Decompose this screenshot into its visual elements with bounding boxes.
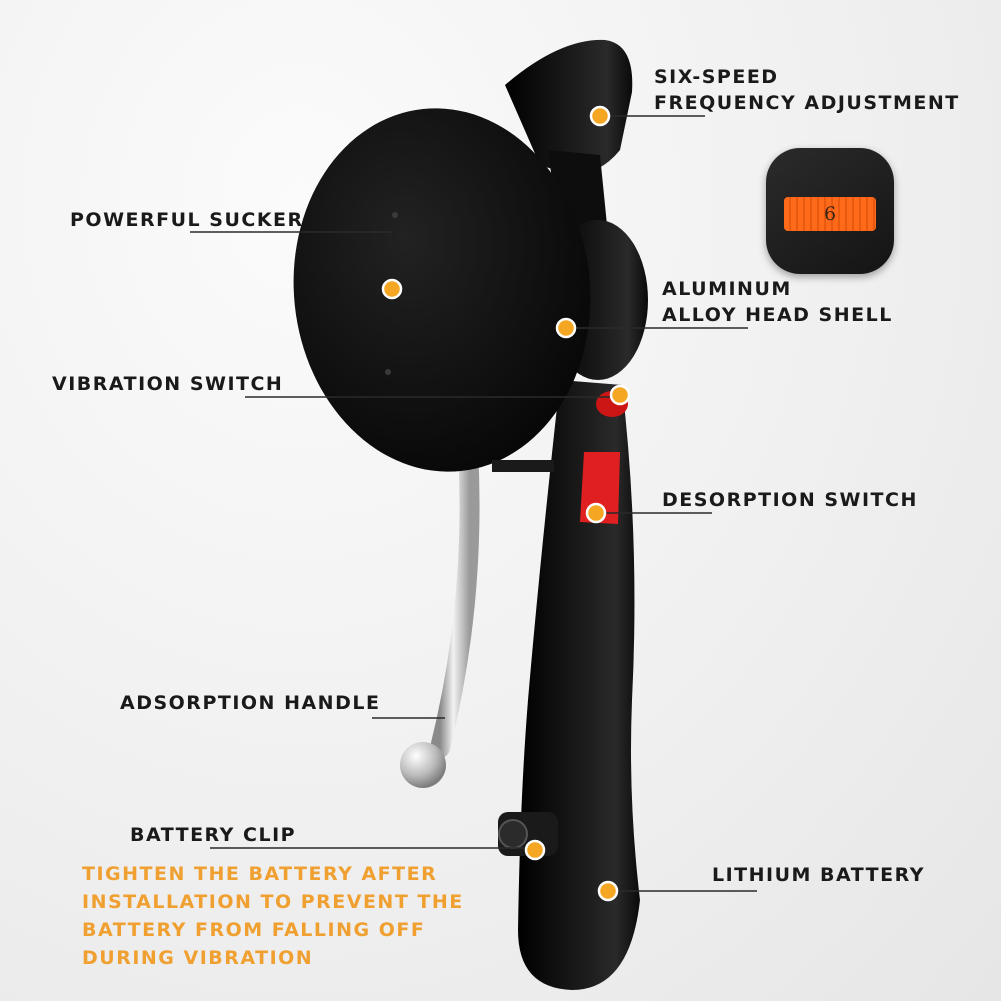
note-line: INSTALLATION TO PREVENT THE (82, 891, 464, 913)
label-six-speed-line1: SIX-SPEED (654, 66, 779, 88)
note-line: BATTERY FROM FALLING OFF (82, 919, 426, 941)
label-battery-clip: BATTERY CLIP (130, 824, 297, 846)
marker-aluminum (555, 317, 577, 339)
adsorption-handle-ball (400, 742, 446, 788)
sucker-hole-top (392, 212, 398, 218)
top-housing (505, 39, 633, 175)
label-six-speed: SIX-SPEED FREQUENCY ADJUSTMENT (654, 64, 960, 116)
label-desorption-switch: DESORPTION SWITCH (662, 489, 918, 511)
speed-wheel: 6 (784, 197, 876, 231)
marker-desorption (585, 502, 607, 524)
marker-battery-clip (524, 839, 546, 861)
adsorption-handle-rod (430, 438, 480, 758)
marker-sucker (381, 278, 403, 300)
label-lithium-battery: LITHIUM BATTERY (712, 864, 925, 886)
label-aluminum-line1: ALUMINUM (662, 278, 792, 300)
label-six-speed-line2: FREQUENCY ADJUSTMENT (654, 92, 960, 114)
note-line: DURING VIBRATION (82, 947, 314, 969)
speed-value: 6 (823, 203, 837, 225)
connector-bar (492, 460, 554, 472)
marker-vibration (609, 384, 631, 406)
marker-battery (597, 880, 619, 902)
label-vibration-switch: VIBRATION SWITCH (52, 373, 284, 395)
sucker-disc (293, 108, 591, 472)
label-aluminum-shell: ALUMINUM ALLOY HEAD SHELL (662, 276, 893, 328)
label-powerful-sucker: POWERFUL SUCKER (70, 209, 304, 231)
note-line: TIGHTEN THE BATTERY AFTER (82, 863, 438, 885)
label-adsorption-handle: ADSORPTION HANDLE (120, 692, 381, 714)
sucker-hole-bottom (385, 369, 391, 375)
marker-six-speed (589, 105, 611, 127)
label-aluminum-line2: ALLOY HEAD SHELL (662, 304, 893, 326)
battery-clip-knob (498, 819, 528, 849)
speed-dial-inset: 6 (766, 148, 894, 274)
battery-warning-note: TIGHTEN THE BATTERY AFTER INSTALLATION T… (82, 860, 482, 972)
